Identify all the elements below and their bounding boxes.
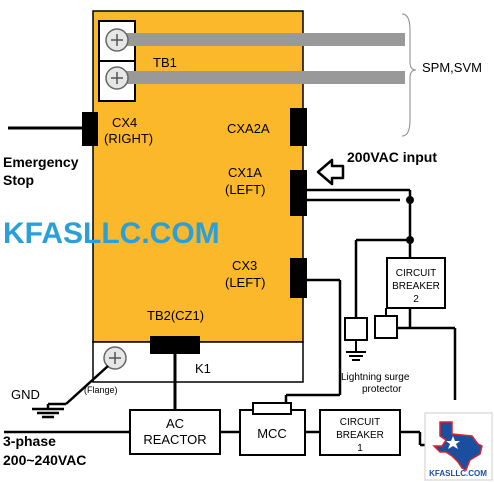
mcc-aux-contact <box>252 402 292 415</box>
cb2-label-2: BREAKER <box>392 281 440 292</box>
logo-text: KFASLLC.COM <box>429 469 487 478</box>
three-phase-label-1: 3-phase <box>3 433 56 449</box>
cb1-label-3: 1 <box>357 443 363 454</box>
kfasllc-logo: KFASLLC.COM <box>424 412 493 481</box>
k1-label: K1 <box>195 361 211 376</box>
input-arrow-icon <box>316 158 345 186</box>
flange-label: (Flange) <box>84 385 118 395</box>
cb2-label-3: 2 <box>413 294 419 305</box>
emergency-stop-label-1: Emergency <box>3 154 79 170</box>
circuit-breaker-1 <box>319 409 401 456</box>
cx3-label-2: (LEFT) <box>225 275 265 290</box>
junction-dot-2 <box>406 236 414 244</box>
cx1a-label-1: CX1A <box>228 165 262 180</box>
input-200vac-label: 200VAC input <box>347 149 437 165</box>
junction-dot-1 <box>406 196 414 204</box>
ac-reactor-label-1: AC <box>166 416 184 431</box>
cb1-label-2: BREAKER <box>336 430 384 441</box>
mcc-label: MCC <box>257 426 287 441</box>
spm-svm-label: SPM,SVM <box>422 60 482 75</box>
circuit-breaker-2 <box>386 257 446 309</box>
cx3-connector <box>290 258 307 298</box>
watermark-text: KFASLLC.COM <box>3 217 220 250</box>
cx4-label-2: (RIGHT) <box>104 131 153 146</box>
flange-screw <box>103 346 127 370</box>
tb1-label: TB1 <box>153 55 177 70</box>
cx4-label-1: CX4 <box>112 115 137 130</box>
ac-reactor-label-2: REACTOR <box>143 432 206 447</box>
cx4-connector <box>82 112 98 146</box>
cx1a-wiring <box>307 188 457 447</box>
cb1-label-1: CIRCUIT <box>340 417 381 428</box>
emergency-stop-label-2: Stop <box>3 172 34 188</box>
surge-label-2: protector <box>362 384 402 395</box>
spm-svm-bracket <box>401 13 417 137</box>
three-phase-label-2: 200~240VAC <box>3 452 86 468</box>
spm-cable-2 <box>125 71 405 84</box>
surge-label-1: Lightning surge <box>341 372 410 383</box>
tb1-screw-2 <box>105 66 129 90</box>
cx3-wiring <box>284 278 342 403</box>
cxa2a-connector <box>290 108 307 146</box>
gnd-label: GND <box>11 387 40 402</box>
cb2-label-1: CIRCUIT <box>396 268 437 279</box>
cx1a-label-2: (LEFT) <box>225 182 265 197</box>
cx1a-connector <box>290 170 307 216</box>
cx3-label-1: CX3 <box>232 258 257 273</box>
cxa2a-label: CXA2A <box>227 121 270 136</box>
tb2-label: TB2(CZ1) <box>147 308 204 323</box>
tb1-screw-1 <box>105 28 129 52</box>
spm-cable-1 <box>125 33 405 46</box>
surge-protector <box>344 308 398 361</box>
tb2-connector <box>150 336 200 354</box>
